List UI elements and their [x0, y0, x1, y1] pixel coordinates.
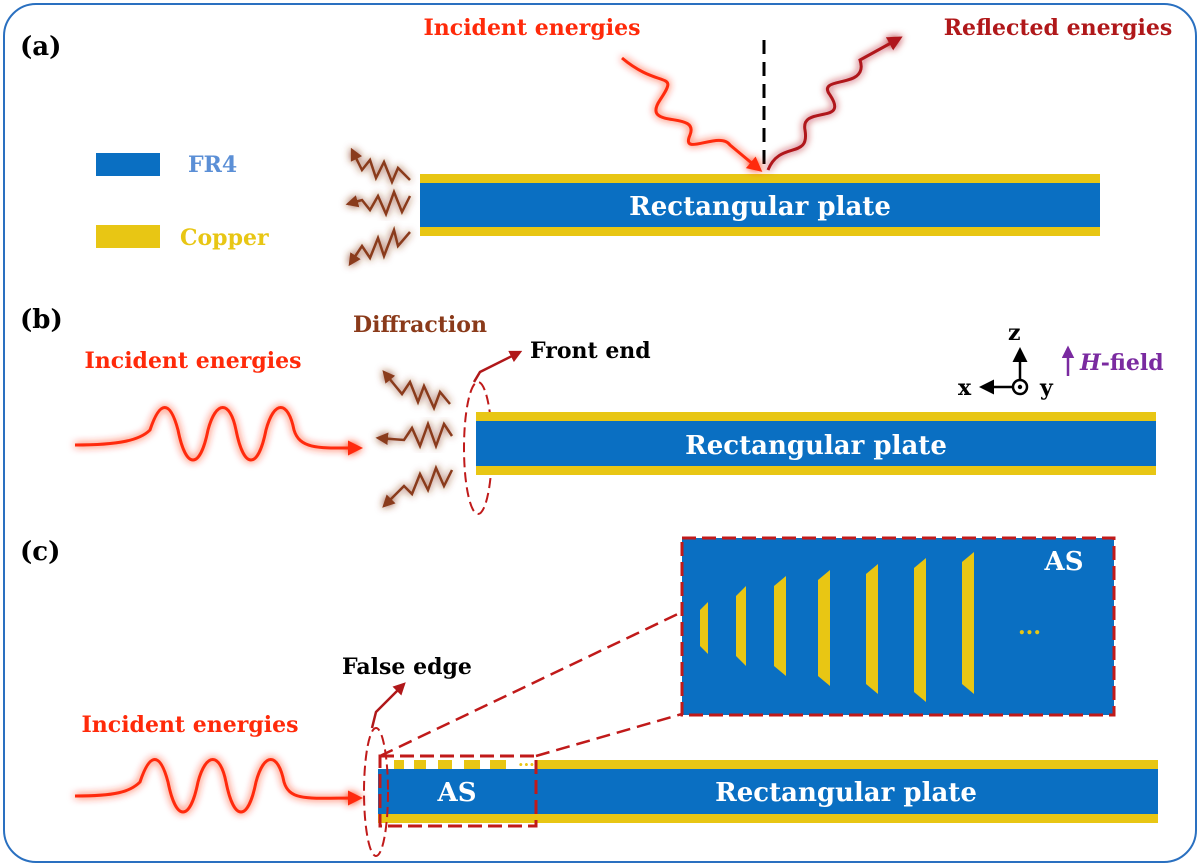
incident-label-a: Incident energies	[424, 15, 641, 41]
legend-copper-label: Copper	[180, 225, 269, 251]
hfield-label: H-field	[1079, 350, 1164, 376]
legend-fr4-label: FR4	[188, 152, 237, 178]
plate-c-label: Rectangular plate	[715, 778, 977, 808]
incident-label-b: Incident energies	[85, 348, 302, 374]
plate-c-fr4	[378, 769, 1158, 814]
legend-copper-swatch	[96, 225, 160, 248]
incident-wave-c	[74, 758, 363, 814]
diffraction-wave-b-1	[382, 370, 451, 412]
reflected-wave-a	[766, 36, 903, 171]
incident-wave-a	[621, 56, 763, 172]
panel-b: (b) Incident energies Diffraction Front …	[20, 305, 1164, 515]
panel-a-label: (a)	[20, 32, 61, 62]
as-zoom-inset	[680, 536, 1116, 717]
diffraction-label-b: Diffraction	[353, 312, 487, 338]
front-end-label: Front end	[530, 338, 651, 364]
hfield-suffix: -field	[1101, 350, 1164, 376]
plate-b-fr4	[476, 421, 1156, 466]
plate-a-fr4	[420, 183, 1100, 227]
axis-z-label: z	[1008, 320, 1021, 346]
zoom-line-left	[379, 610, 683, 758]
scatter-wave-a-3	[348, 225, 411, 267]
as-zoom-strips	[700, 552, 974, 702]
as-copper-stubs	[394, 760, 506, 769]
diffraction-wave-b-3	[382, 464, 454, 508]
as-zoom-ellipsis: ...	[1018, 614, 1041, 640]
incident-label-c: Incident energies	[82, 712, 299, 738]
panel-c-label: (c)	[20, 537, 60, 567]
incident-wave-b	[74, 406, 363, 462]
outer-frame	[3, 3, 1197, 863]
axis-y-dot	[1017, 384, 1023, 390]
false-edge-arrow	[370, 682, 406, 729]
false-edge-marker	[363, 727, 389, 857]
hfield-prefix: H	[1079, 350, 1102, 376]
as-copper-bottom	[378, 814, 536, 823]
front-end-arrow	[472, 350, 523, 383]
false-edge-label: False edge	[342, 654, 472, 680]
as-zoom-source-box	[378, 754, 538, 828]
as-label: AS	[437, 778, 477, 808]
as-zoom-label: AS	[1044, 547, 1084, 577]
panel-c: (c) Incident energies ... AS Rectangular…	[20, 536, 1158, 857]
scatter-wave-a-2	[345, 188, 412, 218]
panel-b-label: (b)	[20, 305, 63, 335]
axis-y-label: y	[1039, 375, 1054, 401]
panel-a: (a) FR4 Copper Rectangular plate Inciden…	[20, 15, 1173, 267]
scatter-wave-a-1	[350, 147, 411, 186]
plate-a-label: Rectangular plate	[629, 192, 891, 222]
as-ellipsis-small: ...	[518, 751, 535, 770]
plate-b-label: Rectangular plate	[685, 431, 947, 461]
zoom-line-right	[535, 712, 683, 758]
axis-x-label: x	[958, 375, 972, 401]
reflected-label-a: Reflected energies	[944, 15, 1173, 41]
diffraction-wave-b-2	[375, 420, 454, 450]
legend-fr4-swatch	[96, 153, 160, 176]
